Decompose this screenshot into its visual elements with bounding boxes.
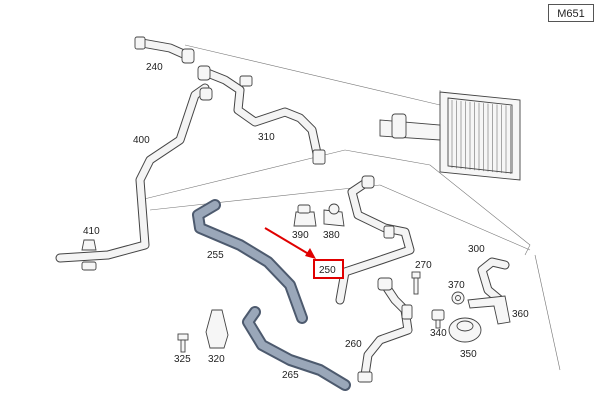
label-320: 320 — [208, 354, 225, 365]
screw-270 — [411, 271, 421, 295]
guide-lines — [139, 44, 561, 371]
label-370: 370 — [448, 280, 465, 291]
part-labels: 240 310 400 410 255 390 380 250 270 300 … — [83, 62, 529, 381]
bracket-320 — [205, 309, 229, 349]
valve-380 — [323, 203, 345, 227]
hose-260 — [357, 277, 413, 383]
heater-core — [379, 91, 521, 181]
hose-265 — [242, 306, 351, 391]
pipe-310 — [197, 65, 326, 165]
bracket-360 — [467, 295, 511, 325]
clip-410 — [81, 239, 97, 271]
label-255: 255 — [207, 250, 224, 261]
washer-370 — [451, 291, 465, 305]
label-250: 250 — [319, 265, 336, 276]
highlight-arrow — [264, 227, 316, 259]
pipe-240 — [134, 36, 195, 64]
hose-300 — [477, 257, 510, 305]
label-310: 310 — [258, 132, 275, 143]
highlight-box-250 — [313, 259, 344, 279]
bolt-325 — [177, 333, 189, 353]
hose-255 — [192, 199, 308, 324]
label-325: 325 — [174, 354, 191, 365]
label-265: 265 — [282, 370, 299, 381]
label-340: 340 — [430, 328, 447, 339]
label-260: 260 — [345, 339, 362, 350]
bolt-340 — [431, 309, 445, 329]
diagram-code-box: M651 — [548, 4, 594, 22]
label-270: 270 — [415, 260, 432, 271]
label-240: 240 — [146, 62, 163, 73]
label-350: 350 — [460, 349, 477, 360]
hose-250 — [335, 175, 415, 305]
label-410: 410 — [83, 226, 100, 237]
label-380: 380 — [323, 230, 340, 241]
pump-350 — [448, 317, 482, 343]
label-360: 360 — [512, 309, 529, 320]
label-300: 300 — [468, 244, 485, 255]
label-390: 390 — [292, 230, 309, 241]
pipe-400 — [55, 83, 213, 263]
label-400: 400 — [133, 135, 150, 146]
valve-390 — [293, 204, 317, 227]
